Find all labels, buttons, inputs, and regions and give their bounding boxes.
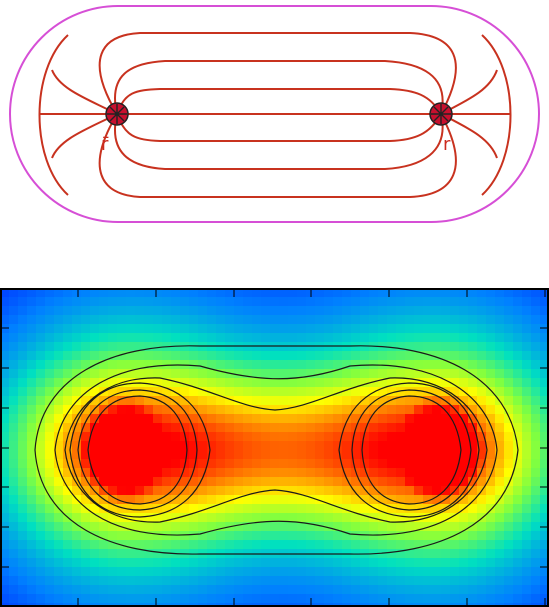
density-heatmap	[0, 288, 549, 607]
field-line-middle-bottom	[114, 113, 444, 170]
tube-boundary	[9, 5, 540, 223]
field-line-left-far	[38, 34, 69, 196]
contour-line	[69, 382, 211, 518]
contour-line	[34, 345, 519, 555]
contour-lines	[34, 345, 519, 555]
field-line-outer-top	[98, 32, 457, 115]
contour-line	[54, 364, 498, 536]
field-line-outer-bottom	[98, 113, 457, 198]
field-line-middle-top	[114, 60, 444, 115]
field-line-left-upper	[51, 69, 118, 115]
antiquark-label: r̄	[101, 134, 109, 155]
heatmap-cells	[0, 288, 549, 607]
antiquark-charge	[105, 102, 129, 126]
contour-line	[87, 395, 188, 505]
flux-tube-diagram: r̄ r	[9, 5, 540, 223]
axis-ticks	[1, 289, 548, 606]
quark-charge	[429, 102, 453, 126]
contour-line	[77, 389, 198, 511]
plot-frame	[0, 288, 549, 607]
contour-line	[338, 382, 480, 518]
quark-label: r	[443, 134, 451, 155]
contour-line	[351, 389, 472, 511]
contour-line	[361, 395, 462, 505]
field-line-inner-bottom	[116, 113, 442, 142]
field-line-inner-top	[116, 88, 442, 115]
field-line-right-far	[481, 34, 512, 196]
contour-line	[64, 377, 488, 523]
